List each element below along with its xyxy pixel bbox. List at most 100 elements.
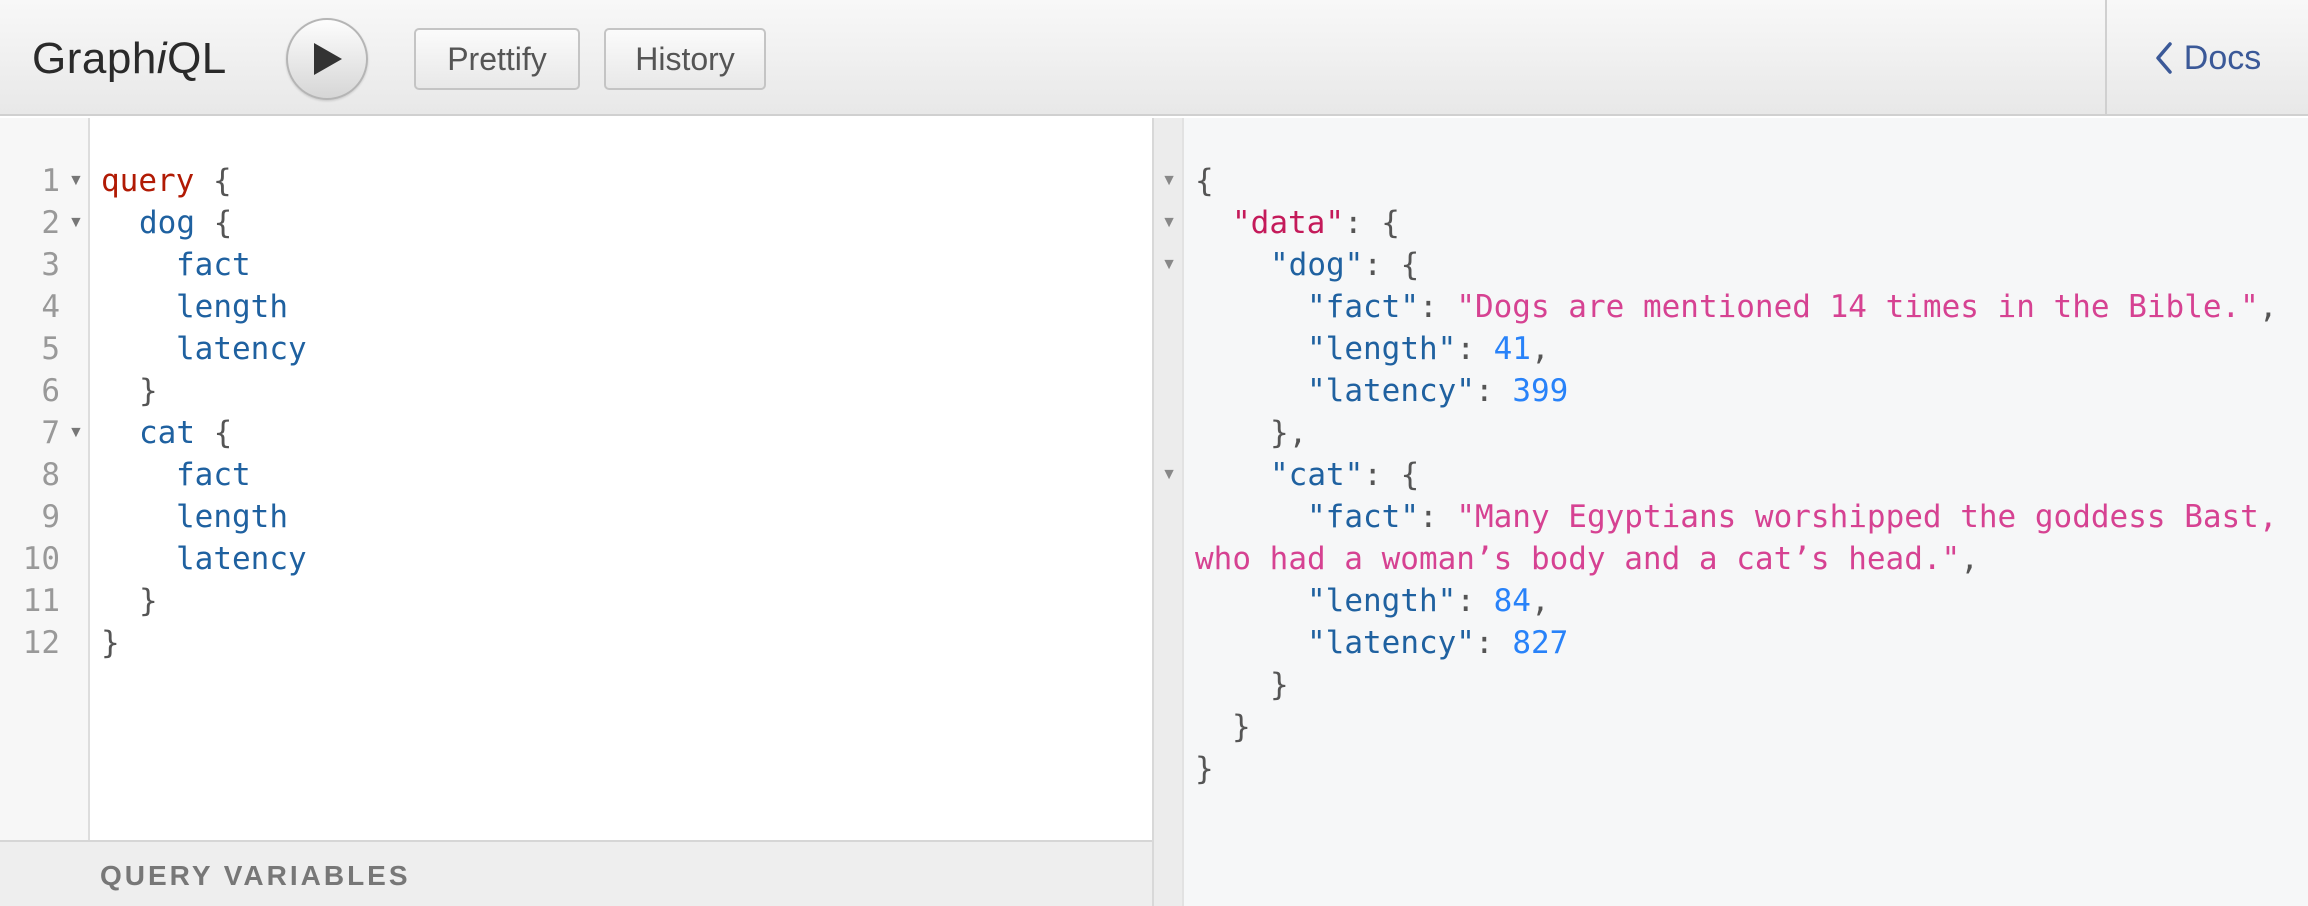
json-key: "fact" <box>1307 499 1419 535</box>
json-line-cat-latency: "latency": 827 <box>1307 622 1568 664</box>
json-brace: } <box>1232 709 1251 745</box>
json-line-dog-length: "length": 41, <box>1307 328 1550 370</box>
json-punct: : { <box>1363 457 1420 493</box>
json-punct: , <box>1960 541 1979 577</box>
field-name: fact <box>176 457 251 493</box>
query-variables-label: QUERY VARIABLES <box>100 860 411 891</box>
fold-toggle-icon[interactable]: ▼ <box>1161 466 1177 483</box>
field-name: length <box>176 499 288 535</box>
line-number: 9 <box>41 499 60 535</box>
json-punct: , <box>2258 289 2278 325</box>
code-line: dog { <box>139 202 232 244</box>
toolbar: GraphiQL Prettify History Docs <box>0 0 2308 116</box>
line-number: 10 <box>22 541 60 577</box>
execute-query-button[interactable] <box>286 18 368 100</box>
line-number: 6 <box>41 373 60 409</box>
brace: } <box>139 583 158 619</box>
docs-label: Docs <box>2183 38 2262 77</box>
json-line-cat-fact-wrap: who had a woman’s body and a cat’s head.… <box>1195 538 1979 580</box>
brace: { <box>195 415 233 451</box>
brace: } <box>101 625 120 661</box>
code-line: cat { <box>139 412 232 454</box>
json-brace: { <box>1195 163 1214 199</box>
json-punct: : <box>1474 625 1513 661</box>
json-key: "length" <box>1307 583 1457 619</box>
json-punct: : <box>1456 583 1494 619</box>
line-number-gutter <box>0 118 90 840</box>
json-string: who had a woman’s body and a cat’s head.… <box>1195 541 1961 577</box>
json-key: "latency" <box>1307 625 1475 661</box>
json-punct: , <box>1530 331 1550 367</box>
prettify-button[interactable]: Prettify <box>414 28 580 90</box>
fold-toggle-icon[interactable]: ▼ <box>1161 214 1177 231</box>
fold-toggle-icon[interactable]: ▼ <box>68 424 84 441</box>
json-brace: }, <box>1270 415 1308 451</box>
json-punct: : <box>1418 499 1457 535</box>
line-number: 12 <box>22 625 60 661</box>
json-punct: : <box>1474 373 1513 409</box>
field-name: cat <box>139 415 195 451</box>
app-logo: GraphiQL <box>32 34 227 84</box>
query-keyword: query <box>101 163 195 199</box>
json-brace: } <box>1195 751 1214 787</box>
json-line-cat: "cat": { <box>1270 454 1419 496</box>
logo-prefix: Graph <box>32 34 157 83</box>
line-number: 11 <box>22 583 60 619</box>
json-key: "latency" <box>1307 373 1475 409</box>
line-number: 7 <box>41 415 60 451</box>
json-punct: : { <box>1363 247 1420 283</box>
fold-toggle-icon[interactable]: ▼ <box>1161 256 1177 273</box>
query-editor[interactable]: 1 2 3 4 5 6 7 8 9 10 11 12 ▼ ▼ ▼ query {… <box>0 118 1152 840</box>
fold-toggle-icon[interactable]: ▼ <box>1161 172 1177 189</box>
line-number: 3 <box>41 247 60 283</box>
json-line-dog-latency: "latency": 399 <box>1307 370 1568 412</box>
logo-italic: i <box>156 34 168 83</box>
json-key: "data" <box>1232 205 1344 241</box>
json-line-dog: "dog": { <box>1270 244 1419 286</box>
line-number: 5 <box>41 331 60 367</box>
fold-toggle-icon[interactable]: ▼ <box>68 172 84 189</box>
json-key: "dog" <box>1270 247 1364 283</box>
line-number: 4 <box>41 289 60 325</box>
field-name: dog <box>139 205 195 241</box>
pane-resize-handle[interactable] <box>1152 118 1184 906</box>
json-number: 84 <box>1493 583 1531 619</box>
docs-button[interactable]: Docs <box>2154 39 2261 78</box>
json-punct: , <box>1530 583 1550 619</box>
json-punct: : { <box>1343 205 1400 241</box>
json-line-cat-fact: "fact": "Many Egyptians worshipped the g… <box>1307 496 2278 538</box>
field-name: latency <box>176 331 307 367</box>
json-string: "Dogs are mentioned 14 times in the Bibl… <box>1456 289 2259 325</box>
field-name: fact <box>176 247 251 283</box>
fold-toggle-icon[interactable]: ▼ <box>68 214 84 231</box>
json-line-cat-length: "length": 84, <box>1307 580 1550 622</box>
json-line-data: "data": { <box>1232 202 1400 244</box>
line-number: 1 <box>41 163 60 199</box>
brace: { <box>195 205 233 241</box>
json-brace: } <box>1270 667 1289 703</box>
history-button[interactable]: History <box>604 28 766 90</box>
json-key: "length" <box>1307 331 1457 367</box>
chevron-left-icon <box>2156 42 2172 74</box>
json-key: "cat" <box>1270 457 1364 493</box>
json-punct: : <box>1456 331 1494 367</box>
json-line-dog-fact: "fact": "Dogs are mentioned 14 times in … <box>1307 286 2278 328</box>
json-number: 827 <box>1512 625 1569 661</box>
json-string: "Many Egyptians worshipped the goddess B… <box>1456 499 2278 535</box>
json-number: 41 <box>1493 331 1531 367</box>
field-name: latency <box>176 541 307 577</box>
docs-explorer-toggle-area: Docs <box>2105 0 2308 116</box>
code-line: query { <box>101 160 232 202</box>
brace: } <box>139 373 158 409</box>
json-key: "fact" <box>1307 289 1419 325</box>
result-viewer <box>1184 118 2308 906</box>
json-number: 399 <box>1512 373 1569 409</box>
logo-suffix: QL <box>167 34 227 83</box>
line-number: 8 <box>41 457 60 493</box>
field-name: length <box>176 289 288 325</box>
brace: { <box>194 163 232 199</box>
play-icon <box>314 43 342 75</box>
line-number: 2 <box>41 205 60 241</box>
query-variables-toggle[interactable]: QUERY VARIABLES <box>0 840 1152 906</box>
json-punct: : <box>1418 289 1457 325</box>
